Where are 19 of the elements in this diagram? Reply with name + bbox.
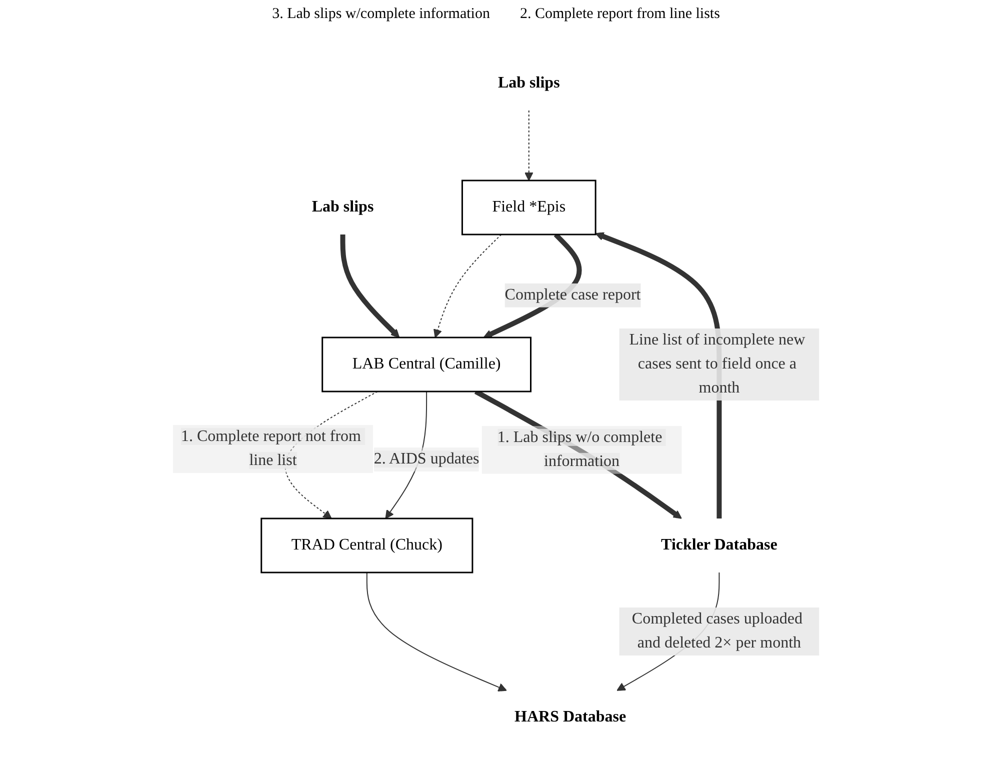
arrow bbox=[340, 234, 400, 338]
arrow bbox=[366, 572, 507, 692]
arrow bbox=[433, 234, 502, 338]
node-box: Field *Epis bbox=[461, 180, 596, 236]
edge-label: 1. Complete report not from line list bbox=[180, 428, 361, 469]
note-text: 3. Lab slips w/complete information bbox=[272, 6, 490, 23]
node-text: Lab slips bbox=[312, 198, 374, 216]
edge-label: Line list of incomplete new cases sent to field once a month bbox=[629, 332, 806, 396]
note-text: 2. Complete report from line lists bbox=[520, 6, 720, 23]
arrow bbox=[524, 110, 534, 181]
edge-label: 2. AIDS updates bbox=[374, 450, 480, 468]
node-text: HARS Database bbox=[514, 708, 626, 726]
node-box: TRAD Central (Chuck) bbox=[260, 518, 474, 574]
node-box: LAB Central (Camille) bbox=[321, 336, 532, 392]
edge-label: Completed cases uploaded and deleted 2× per month bbox=[632, 610, 802, 652]
edge-label: 1. Lab slips w/o complete information bbox=[497, 428, 662, 470]
node-text: Tickler Database bbox=[660, 536, 778, 554]
edge-label: Complete case report bbox=[504, 286, 641, 304]
node-text: Lab slips bbox=[498, 74, 560, 92]
